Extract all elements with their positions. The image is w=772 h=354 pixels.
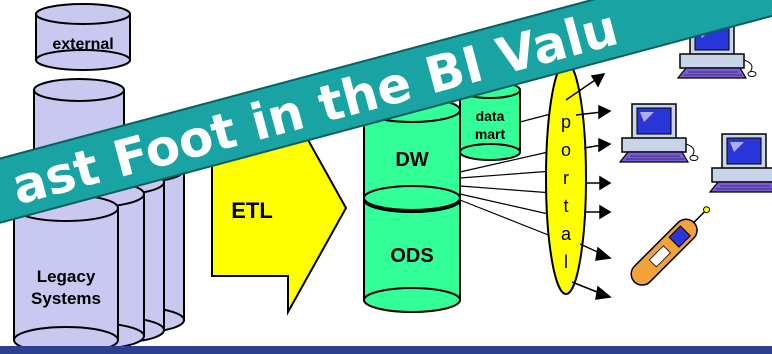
mobile-phone-icon bbox=[630, 206, 711, 286]
portal-letter: r bbox=[563, 168, 569, 188]
portal-letter: t bbox=[563, 196, 568, 216]
legacy-systems-cylinder: Legacy Systems bbox=[13, 194, 119, 354]
data-mart-label-line1: data bbox=[476, 108, 505, 124]
portal-output-arrows bbox=[565, 73, 612, 300]
etl-label: ETL bbox=[231, 198, 273, 223]
desktop-computer-icon bbox=[709, 133, 772, 193]
portal-letter: a bbox=[561, 224, 572, 244]
external-cylinder: external bbox=[35, 3, 131, 71]
ods-label: ODS bbox=[390, 245, 433, 267]
bottom-bar bbox=[0, 346, 772, 354]
portal-letter: o bbox=[561, 140, 571, 160]
data-mart-label-line2: mart bbox=[475, 126, 506, 142]
legacy-label-line1: Legacy bbox=[37, 267, 96, 286]
desktop-computer-icon bbox=[619, 103, 699, 163]
portal-letter: p bbox=[561, 112, 571, 132]
external-label: external bbox=[52, 36, 113, 53]
dw-label: DW bbox=[395, 149, 428, 171]
legacy-label-line2: Systems bbox=[31, 289, 101, 308]
portal-letter: l bbox=[564, 252, 568, 272]
